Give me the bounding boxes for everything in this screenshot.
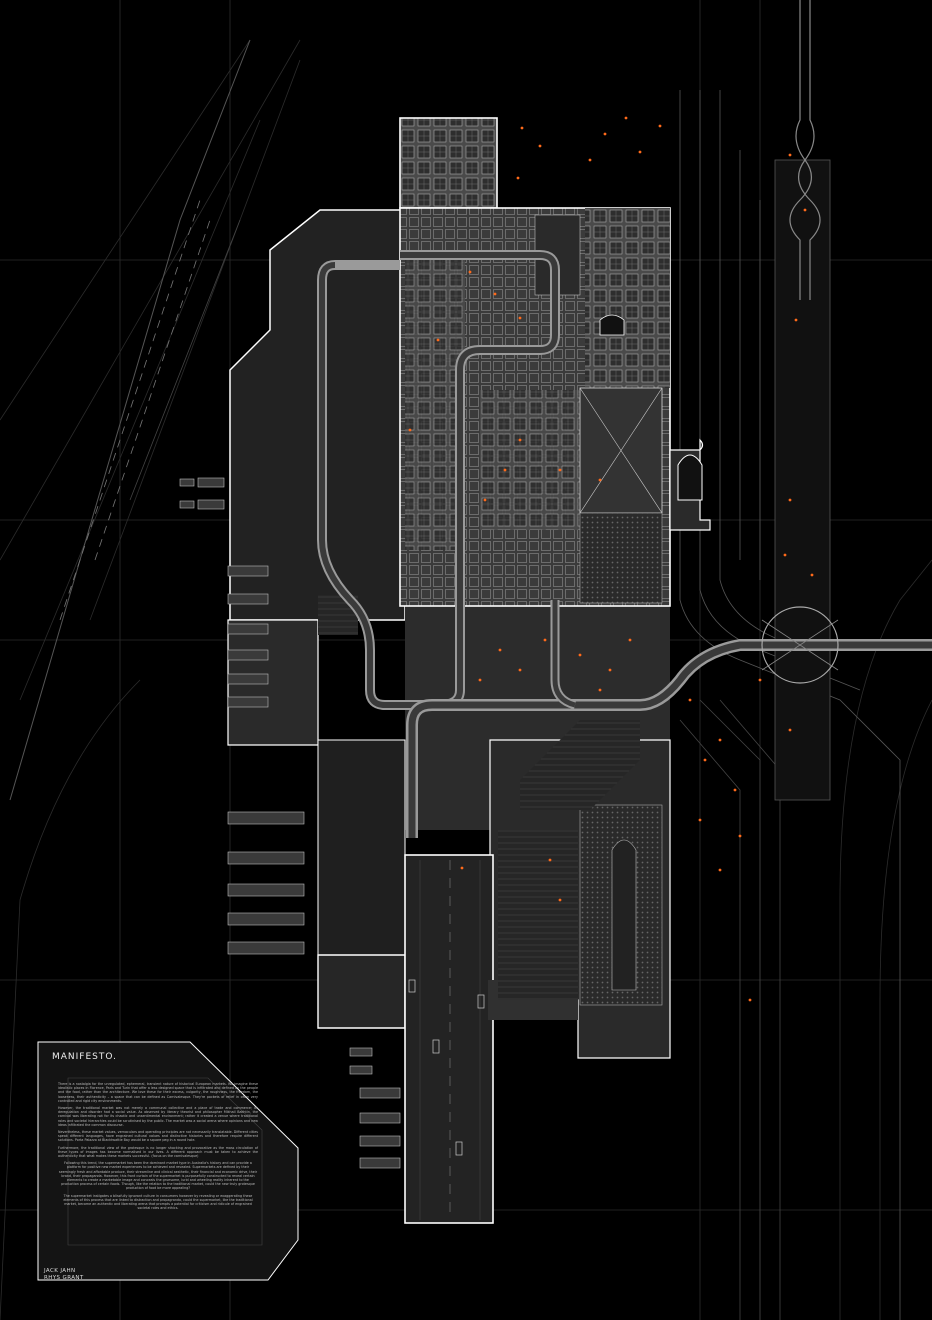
conveyor-loop [317, 250, 932, 838]
manifesto-title: MANIFESTO. [52, 1052, 117, 1062]
road-left [9, 39, 251, 801]
people-markers [408, 116, 814, 1002]
trucks [179, 477, 401, 1169]
manifesto-text: There is a nostalgia for the unregulated… [58, 1082, 258, 1213]
loading-areas [318, 595, 663, 1006]
manifesto-paragraph: Nevertheless, these market values, verna… [58, 1130, 258, 1143]
track-lines-right [679, 90, 901, 1320]
manifesto-paragraph: Following this trend, the supermarket ha… [58, 1161, 258, 1191]
manifesto-paragraph: Furthermore, the traditional view of the… [58, 1145, 258, 1159]
vertical-rail [774, 0, 831, 801]
manifesto-panel [37, 1041, 299, 1281]
author-name: RHYS GRANT [44, 1275, 84, 1281]
market-hall [399, 117, 711, 607]
manifesto-paragraph: There is a nostalgia for the unregulated… [58, 1082, 258, 1103]
author-name: JACK JAHN [44, 1268, 76, 1274]
authors: JACK JAHN RHYS GRANT [44, 1268, 84, 1282]
access-road [408, 860, 485, 1220]
manifesto-paragraph: However, the traditional market was not … [58, 1106, 258, 1127]
manifesto-paragraph: The supermarket instigates a blissfully … [63, 1193, 253, 1211]
